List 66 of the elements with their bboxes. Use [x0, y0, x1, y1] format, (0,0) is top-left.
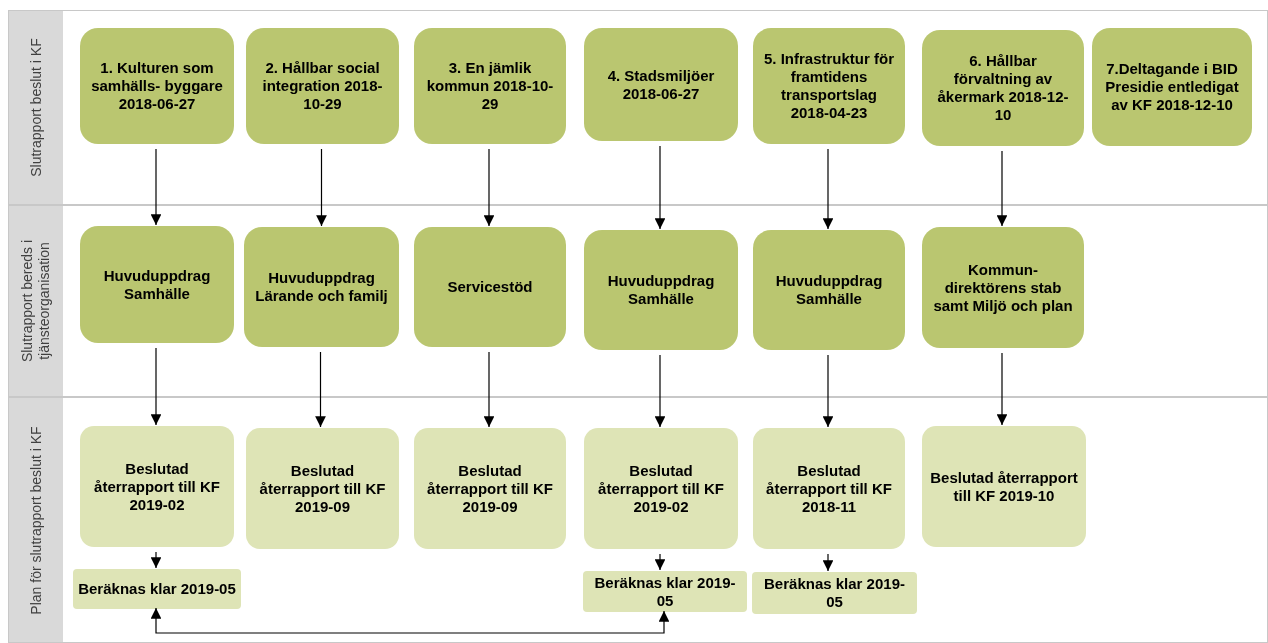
arrow: [822, 148, 834, 230]
box-label: Beslutad återrapport till KF 2019-02: [93, 459, 221, 514]
box-label: Beslutad återrapport till KF 2019-10: [930, 468, 1078, 505]
process-box: [753, 28, 905, 144]
process-box: [583, 571, 747, 612]
process-box: [922, 227, 1084, 348]
box-label: 3. En jämlik kommun 2018-10-29: [425, 59, 555, 113]
arrow: [150, 551, 162, 569]
process-box: [80, 426, 234, 547]
box-label: Beräknas klar 2019-05: [78, 580, 236, 598]
arrow: [483, 148, 495, 227]
swimlane: [8, 205, 1268, 397]
process-box: [73, 569, 241, 609]
arrow: [996, 352, 1008, 426]
lane-header: Slutrapport beslut i KF: [9, 11, 63, 204]
arrow: [483, 351, 495, 428]
swimlane: [8, 10, 1268, 205]
arrow: [150, 148, 162, 226]
process-box: [584, 230, 738, 350]
process-box: [922, 30, 1084, 146]
box-label: Servicestöd: [447, 278, 533, 296]
process-box: [752, 572, 917, 614]
box-label: Beslutad återrapport till KF 2019-09: [258, 461, 387, 516]
box-label: 1. Kulturen som samhälls- byggare 2018-06-27: [90, 59, 224, 113]
box-label: Beslutad återrapport till KF 2018-11: [765, 461, 893, 516]
box-label: Huvuduppdrag Samhälle: [102, 266, 212, 303]
process-box: [584, 28, 738, 141]
process-box: [414, 28, 566, 144]
box-label: 5. Infrastruktur för framtidens transportslag 2018-04-23: [763, 50, 895, 122]
box-label: Huvuduppdrag Samhälle: [774, 272, 884, 308]
arrow: [822, 553, 834, 572]
arrow: [315, 351, 326, 428]
process-box: [244, 227, 399, 347]
box-label: Beräknas klar 2019-05: [593, 573, 737, 610]
swimlane: [8, 397, 1268, 643]
arrow: [316, 148, 327, 227]
box-label: 7.Deltagande i BID Presidie entledigat av KF 2018-12-10: [1104, 60, 1240, 114]
process-box: [922, 426, 1086, 547]
arrow: [822, 354, 834, 428]
box-label: 6. Hållbar förvaltning av åkermark 2018-12-10: [936, 52, 1070, 124]
process-box: [753, 230, 905, 350]
process-box: [414, 227, 566, 347]
arrow: [150, 347, 162, 426]
box-label: Kommun- direktörens stab samt Miljö och plan: [932, 260, 1074, 315]
box-label: 2. Hållbar social integration 2018-10-29: [261, 59, 384, 113]
arrow: [654, 145, 666, 230]
arrow: [654, 553, 666, 571]
arrow: [150, 607, 670, 634]
lane-header: Plan för slutrapport beslut i KF: [9, 398, 63, 642]
arrow: [654, 354, 666, 428]
process-box: [80, 28, 234, 144]
box-label: Beräknas klar 2019-05: [763, 575, 906, 611]
process-box: [246, 428, 399, 549]
process-box: [80, 226, 234, 343]
process-box: [246, 28, 399, 144]
process-box: [414, 428, 566, 549]
process-box: [1092, 28, 1252, 146]
box-label: Beslutad återrapport till KF 2019-09: [426, 461, 554, 516]
box-label: Beslutad återrapport till KF 2019-02: [597, 461, 725, 516]
arrow: [996, 150, 1008, 227]
process-box: [584, 428, 738, 549]
box-label: 4. Stadsmiljöer 2018-06-27: [606, 66, 716, 103]
box-label: Huvuduppdrag Lärande och familj: [254, 269, 389, 305]
process-box: [753, 428, 905, 549]
lane-header: Slutrapport bereds i tjänsteorganisation: [9, 206, 63, 396]
box-label: Huvuduppdrag Samhälle: [606, 272, 716, 308]
